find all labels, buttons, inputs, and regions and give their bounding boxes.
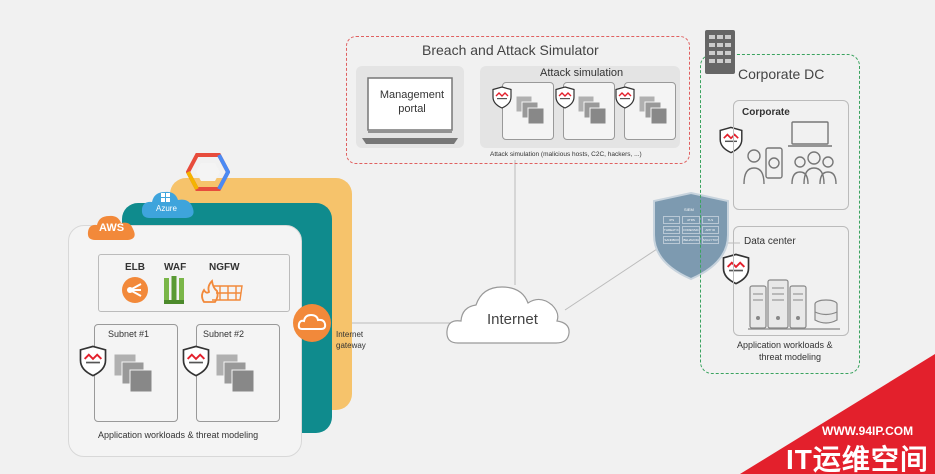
corporate-box: [733, 100, 849, 210]
internet-cloud-icon: [446, 286, 570, 344]
laptop-icon: [362, 77, 458, 144]
internet-label: Internet: [487, 311, 538, 328]
server-stack-icon: [578, 96, 606, 124]
siem-cell: ATRS: [682, 216, 700, 224]
agent-shield-icon: [719, 126, 743, 154]
siem-title: SIEM: [684, 207, 694, 212]
corporate-label: Corporate: [742, 107, 790, 118]
attack-simulation-label: Attack simulation: [540, 67, 624, 79]
siem-cell: THREAT INTEL: [663, 226, 681, 234]
corporate-dc-container: [700, 54, 860, 374]
ngfw-icon: [201, 279, 243, 303]
dc-workloads-line1: Application workloads &: [737, 340, 833, 350]
siem-cell: IPS: [663, 216, 681, 224]
aws-label: AWS: [99, 222, 125, 234]
azure-cloud-icon: [141, 191, 194, 218]
bas-container: [346, 36, 690, 164]
siem-cell: SANDBOX: [663, 236, 681, 244]
management-portal-line1: Management portal: [379, 89, 445, 115]
gcp-logo-icon: [186, 153, 230, 191]
igw-label-line1: Internet: [336, 330, 364, 339]
watermark-text: IT运维空间: [786, 444, 929, 474]
internet-gateway-icon: [293, 304, 331, 342]
data-center-box: [733, 226, 849, 336]
elb-icon: [122, 277, 148, 303]
subnet-2-label: Subnet #2: [203, 329, 245, 339]
agent-shield-icon: [79, 345, 107, 377]
siem-cell: ANALYTICS: [701, 236, 719, 244]
elb-label: ELB: [125, 262, 145, 273]
agent-shield-icon: [615, 86, 635, 109]
waf-icon: [164, 276, 184, 304]
server-stack-icon: [639, 96, 667, 124]
corporate-dc-title: Corporate DC: [738, 66, 825, 82]
agent-shield-icon: [182, 345, 210, 377]
igw-label-line2: gateway: [336, 341, 366, 350]
subnet-1-label: Subnet #1: [108, 329, 150, 339]
watermark-banner: [740, 354, 935, 474]
cloud-workloads-label: Application workloads & threat modeling: [98, 430, 259, 440]
servers-icon: [748, 279, 840, 330]
siem-cell: BEHAVIORAL: [682, 236, 700, 244]
monitor: [791, 121, 829, 145]
data-center-label: Data center: [744, 236, 796, 247]
aws-cloud-icon: [87, 215, 135, 240]
agent-shield-icon: [722, 253, 750, 285]
internet-siem-link: [564, 246, 661, 311]
server-stack-icon: [114, 354, 152, 392]
siem-cell: FORENSICS: [682, 226, 700, 234]
attack-caption: Attack simulation (malicious hosts, C2C,…: [490, 151, 642, 158]
corporate-users-icon: [743, 121, 837, 185]
waf-label: WAF: [164, 262, 187, 273]
ngfw-label: NGFW: [209, 262, 240, 273]
azure-label: Azure: [156, 204, 177, 213]
azure-windows-icon: [161, 193, 171, 202]
datacenter-building-icon: [705, 30, 735, 74]
server-stack-icon: [216, 354, 254, 392]
agent-shield-icon: [492, 86, 512, 109]
agent-shield-icon: [555, 86, 575, 109]
server-stack-icon: [516, 96, 544, 124]
siem-cell: APP ID: [701, 226, 719, 234]
watermark-url: WWW.94IP.COM: [822, 424, 914, 438]
siem-cell: TLS: [701, 216, 719, 224]
bas-title: Breach and Attack Simulator: [422, 42, 599, 58]
dc-workloads-line2: threat modeling: [759, 352, 822, 362]
